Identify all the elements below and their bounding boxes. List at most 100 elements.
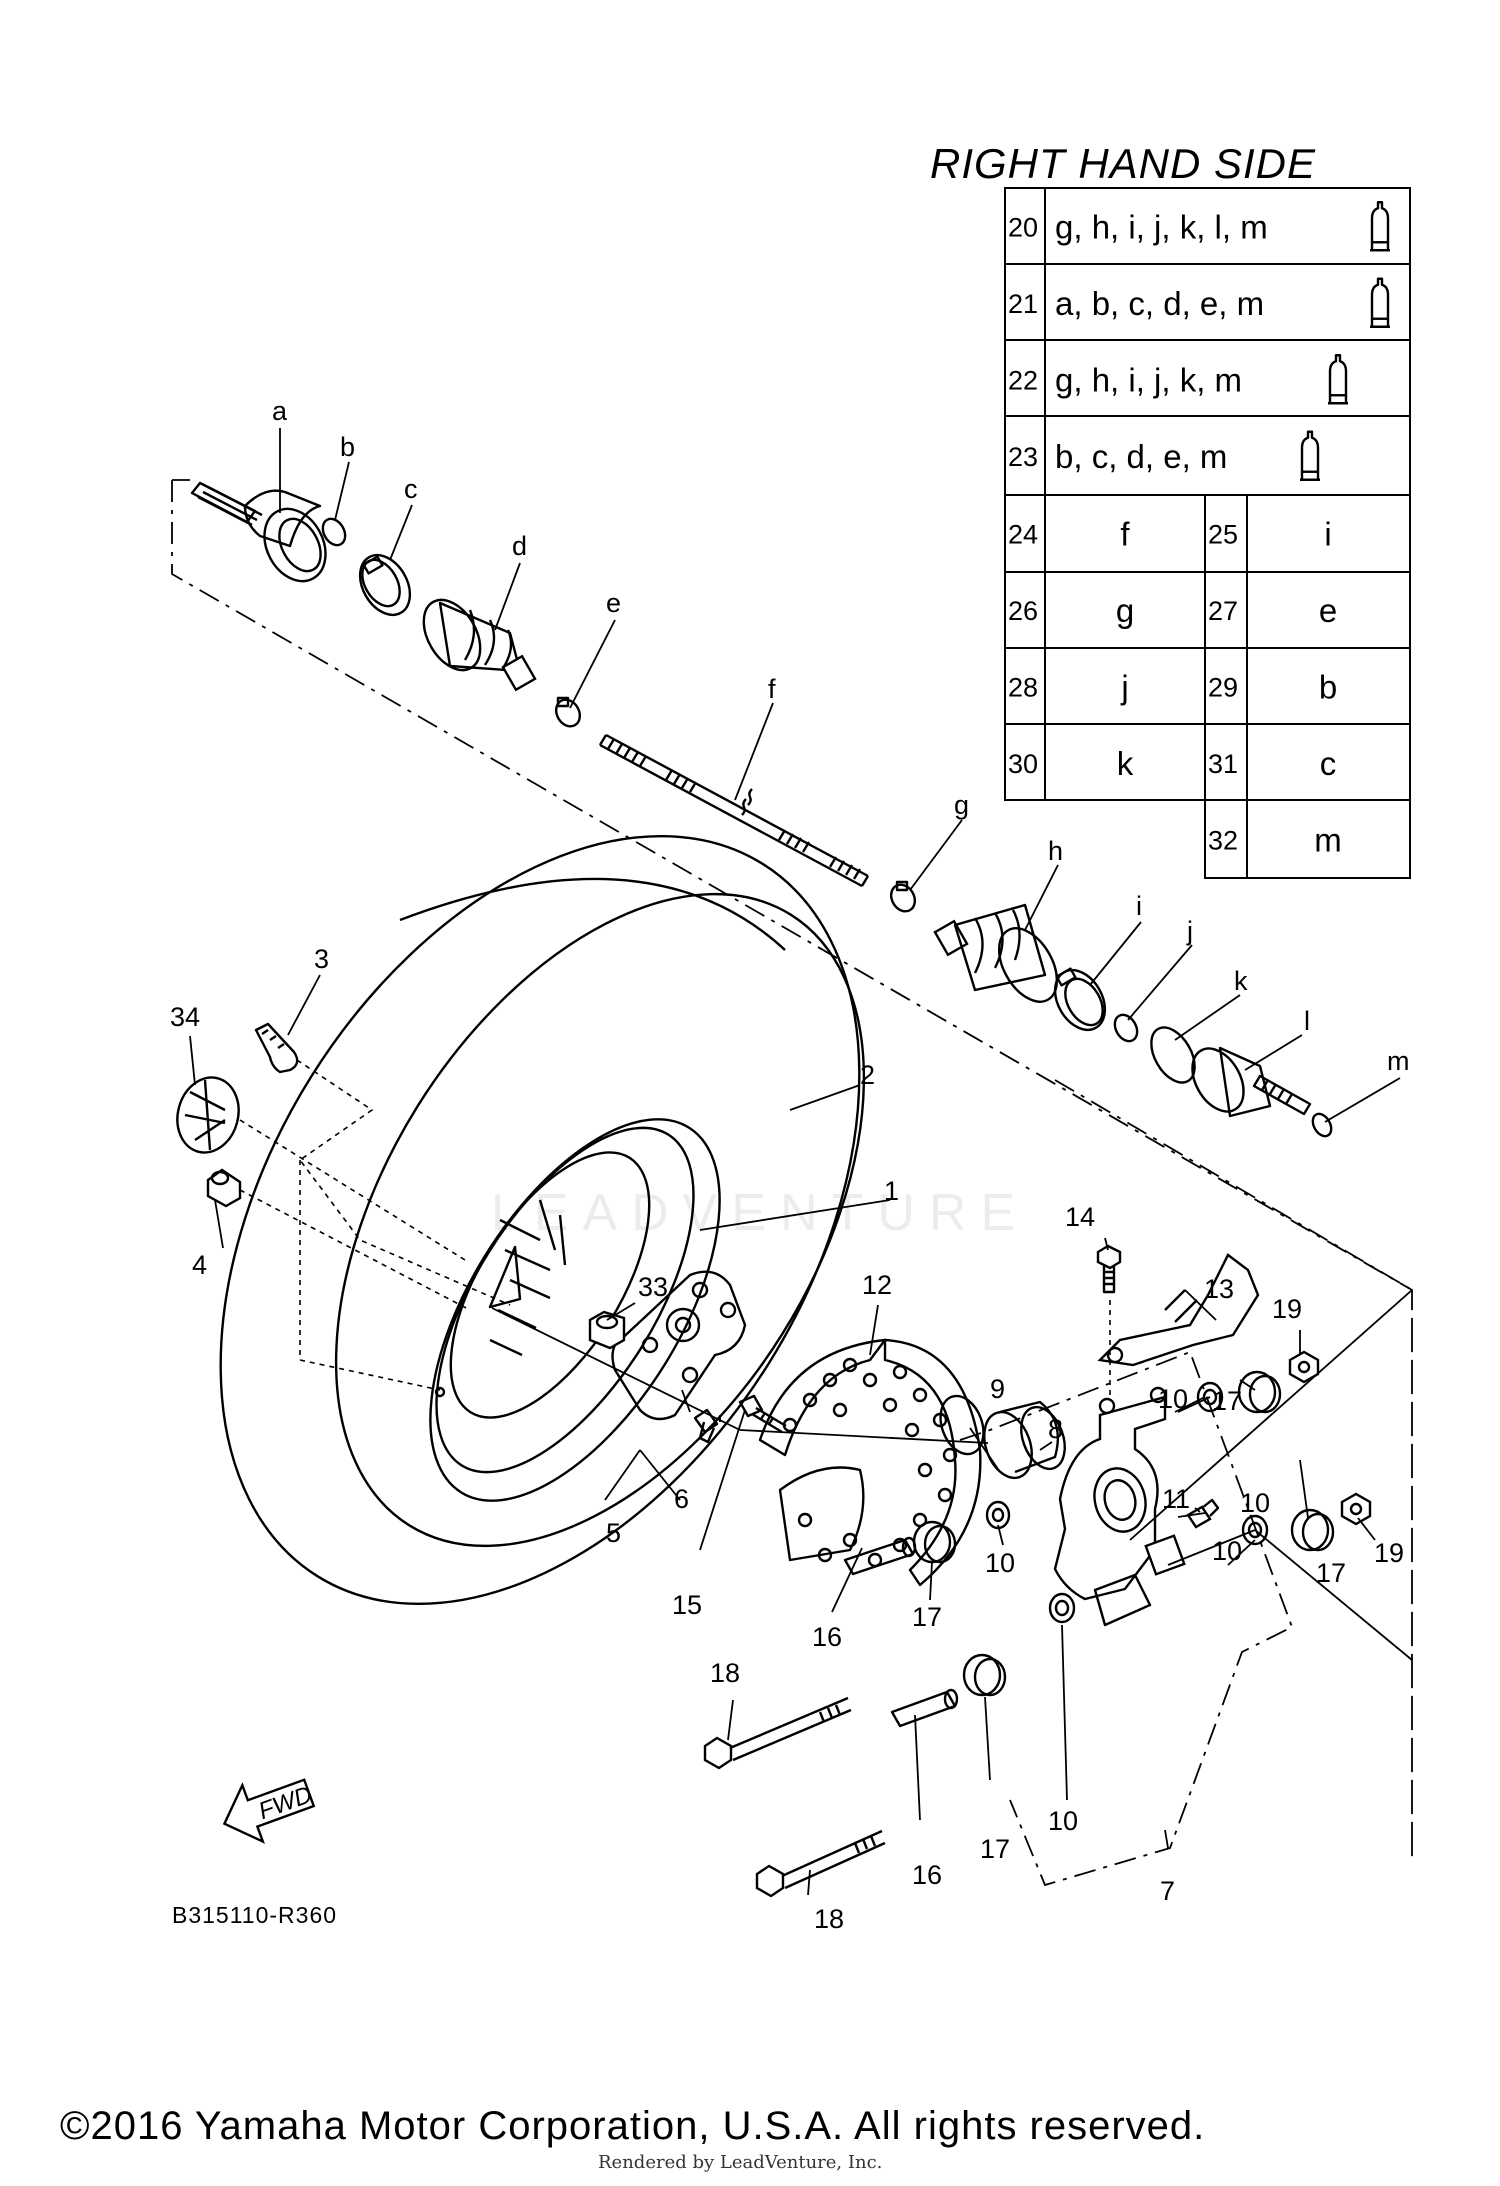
inner-cv-joint-l <box>1191 1046 1312 1118</box>
band-g <box>889 880 917 913</box>
kit-parts-list: b, c, d, e, m <box>1055 438 1227 475</box>
callout-e: e <box>606 588 621 618</box>
knuckle-7-boundary <box>959 1350 1294 1887</box>
callout-10b: 10 <box>1212 1536 1242 1566</box>
oring-k <box>1150 1026 1196 1084</box>
kit-ref-number: 25 <box>1208 519 1238 549</box>
kit-ref-number: 23 <box>1008 442 1038 472</box>
kit-parts-list: g, h, i, j, k, m <box>1055 361 1242 398</box>
band-e <box>554 696 582 728</box>
leader-lines <box>189 428 1401 1896</box>
callout-13: 13 <box>1204 1274 1234 1304</box>
callout-i: i <box>1136 891 1142 921</box>
diagram-title: RIGHT HAND SIDE <box>930 140 1317 187</box>
knuckle-7 <box>1053 1386 1186 1627</box>
tire-2 <box>219 834 866 1606</box>
hub-cap-34 <box>176 1076 240 1154</box>
wheel-rim-1 <box>429 1118 721 1502</box>
callout-2: 2 <box>860 1060 875 1090</box>
callout-l: l <box>1304 1006 1310 1036</box>
kit-part-letter: j <box>1120 669 1128 706</box>
kit-part-letter: b <box>1319 669 1337 706</box>
callout-4: 4 <box>192 1250 207 1280</box>
callout-9: 9 <box>990 1374 1005 1404</box>
callout-f: f <box>768 674 776 704</box>
kit-part-letter: k <box>1117 745 1134 782</box>
callout-8: 8 <box>1048 1414 1063 1444</box>
nut-19 <box>1288 1350 1372 1526</box>
grease-tube-icon <box>1370 201 1390 252</box>
brake-disc-12 <box>758 1338 982 1587</box>
callout-c: c <box>404 474 418 504</box>
wheel-nut-4 <box>206 1168 242 1208</box>
bracket-13 <box>1097 1253 1260 1367</box>
drive-shaft-f <box>598 733 870 888</box>
kit-ref-number: 20 <box>1008 212 1038 242</box>
circlip-j <box>1113 1013 1139 1043</box>
callout-16b: 16 <box>912 1860 942 1890</box>
rendered-by-notice: Rendered by LeadVenture, Inc. <box>598 2152 883 2173</box>
kit-ref-number: 32 <box>1208 826 1238 856</box>
kit-ref-number: 21 <box>1008 289 1038 319</box>
projection-lines <box>239 1059 511 1398</box>
kit-ref-number: 24 <box>1008 519 1038 549</box>
callout-19a: 19 <box>1272 1294 1302 1324</box>
boot-h <box>933 903 1059 1003</box>
callout-m: m <box>1387 1046 1410 1076</box>
fwd-arrow: FWD <box>222 1778 316 1844</box>
kit-parts-list: g, h, i, j, k, l, m <box>1055 208 1268 245</box>
circlip-b <box>321 517 347 547</box>
kit-part-letter: m <box>1314 822 1342 859</box>
watermark: LEADVENTURE <box>490 1184 1030 1242</box>
callout-h: h <box>1048 836 1063 866</box>
outer-cv-joint-a <box>190 481 327 583</box>
kit-ref-number: 31 <box>1208 749 1238 779</box>
bolt-18 <box>703 1696 886 1898</box>
callout-17c: 17 <box>980 1834 1010 1864</box>
kit-part-letter: i <box>1324 515 1331 552</box>
callout-17d: 17 <box>1316 1558 1346 1588</box>
spacer-16 <box>843 1536 959 1728</box>
callout-19b: 19 <box>1374 1538 1404 1568</box>
valve-3 <box>254 1022 299 1074</box>
letter-callouts: a b c d e f g h i j k l m <box>272 396 1410 1076</box>
kit-ref-number: 26 <box>1008 596 1038 626</box>
hub-5 <box>611 1270 747 1421</box>
copyright-notice: ©2016 Yamaha Motor Corporation, U.S.A. A… <box>60 2104 1206 2148</box>
bolt-14 <box>1096 1244 1122 1395</box>
nut-33 <box>588 1310 626 1350</box>
callout-5: 5 <box>606 1518 621 1548</box>
kit-parts-list: a, b, c, d, e, m <box>1055 285 1264 322</box>
callout-6: 6 <box>674 1484 689 1514</box>
number-callouts: 1 2 3 4 5 6 7 8 9 10 10 10 10 10 11 12 1… <box>170 944 1404 1934</box>
callout-14: 14 <box>1065 1202 1095 1232</box>
kit-part-letter: e <box>1319 592 1337 629</box>
callout-18b: 18 <box>814 1904 844 1934</box>
kit-ref-number: 28 <box>1008 673 1038 703</box>
kit-part-letter: c <box>1320 745 1337 782</box>
callout-10a: 10 <box>1158 1384 1188 1414</box>
grease-tube-icon <box>1370 277 1390 328</box>
callout-10d: 10 <box>1048 1806 1078 1836</box>
callout-b: b <box>340 432 355 462</box>
callout-15: 15 <box>672 1590 702 1620</box>
callout-7: 7 <box>1160 1876 1175 1906</box>
callout-d: d <box>512 531 527 561</box>
kit-part-letter: f <box>1120 515 1130 552</box>
callout-a: a <box>272 396 288 426</box>
kit-ref-number: 27 <box>1208 596 1238 626</box>
callout-10c: 10 <box>985 1548 1015 1578</box>
callout-g: g <box>954 790 969 820</box>
callout-18a: 18 <box>710 1658 740 1688</box>
kit-ref-number: 30 <box>1008 749 1038 779</box>
callout-17a: 17 <box>1212 1386 1242 1416</box>
diagram-code: B315110-R360 <box>172 1902 338 1928</box>
circlip-9 <box>939 1394 985 1456</box>
kit-table: 20 g, h, i, j, k, l, m 21 a, b, c, d, e, m 2… <box>1004 187 1411 879</box>
callout-17b: 17 <box>912 1602 942 1632</box>
callout-1: 1 <box>884 1176 899 1206</box>
grease-tube-icon <box>1328 354 1348 405</box>
callout-j: j <box>1186 916 1193 946</box>
band-i <box>1053 967 1107 1032</box>
